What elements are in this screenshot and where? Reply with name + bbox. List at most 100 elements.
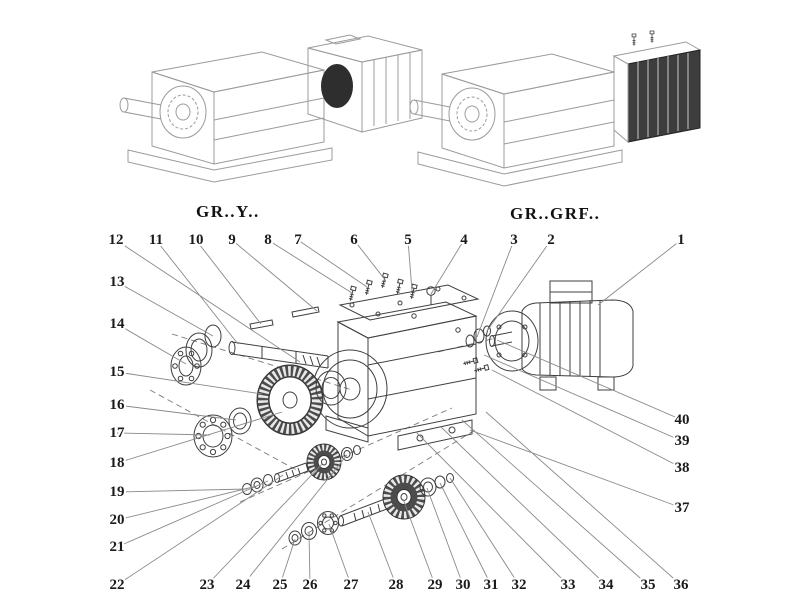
- variant-label-gr-grf: GR..GRF..: [510, 204, 601, 223]
- callout-number: 28: [389, 577, 404, 593]
- callout-number: 16: [110, 397, 126, 413]
- callout-leader-line: [496, 339, 683, 421]
- callout-leader-line: [116, 411, 283, 464]
- callout-number: 1: [677, 232, 685, 248]
- callout-number: 18: [110, 455, 125, 471]
- large-gearwheel: [256, 364, 324, 436]
- callout-leader-line: [116, 480, 269, 548]
- exploded-view: [149, 272, 634, 550]
- ring-gear: [315, 370, 347, 406]
- callout-number: 14: [110, 316, 126, 332]
- output-shaft-bearing: [317, 511, 339, 535]
- callout-number: 26: [303, 577, 319, 593]
- callout-number: 25: [273, 577, 288, 593]
- callout-leader-line: [328, 523, 352, 586]
- output-bearing-and-gearwheel: [193, 364, 347, 458]
- input-shaft-assembly: [170, 306, 329, 386]
- callout-leader-line: [279, 538, 296, 586]
- callout-number: 34: [599, 577, 615, 593]
- callout-leader-line: [483, 354, 683, 442]
- callout-number: 7: [294, 232, 302, 248]
- callout-number: 39: [675, 433, 690, 449]
- cover-plate: [338, 284, 480, 321]
- roller-bearing: [170, 346, 202, 386]
- gear-housing: [312, 301, 478, 451]
- callout-number: 17: [110, 425, 126, 441]
- callout-number: 12: [109, 232, 124, 248]
- callout-leader-line: [116, 432, 211, 436]
- bearing-ring: [419, 477, 437, 497]
- assembled-view-gr-y: [119, 34, 423, 183]
- callout-number: 22: [110, 577, 125, 593]
- circlip: [353, 445, 361, 455]
- variant-label-gr-y: GR..Y..: [196, 202, 260, 221]
- callout-leader-line: [115, 239, 301, 363]
- callout-leader-line: [486, 239, 552, 332]
- washer: [465, 334, 475, 348]
- callout-leader-line: [195, 239, 262, 325]
- intermediate-pinion-assembly: [242, 443, 361, 495]
- callout-number: 24: [236, 577, 252, 593]
- callout-number: 35: [641, 577, 656, 593]
- callout-leader-line: [439, 482, 492, 586]
- callout-number: 2: [547, 232, 555, 248]
- callout-number: 11: [149, 232, 163, 248]
- assembled-view-gr-grf: [409, 30, 702, 187]
- callout-leader-line: [476, 239, 515, 338]
- shaft-key: [249, 319, 274, 330]
- callout-leader-line: [267, 239, 353, 294]
- callout-leader-line: [116, 281, 214, 337]
- callout-leader-line: [367, 511, 397, 586]
- shaft-key: [291, 306, 320, 318]
- assembly-axis-lines: [149, 333, 497, 550]
- washer: [288, 530, 302, 546]
- callout-leader-line: [491, 369, 683, 469]
- callout-leader-line: [415, 431, 569, 586]
- callout-leader-line: [231, 239, 318, 312]
- washer: [473, 328, 485, 344]
- callout-leader-line: [461, 419, 649, 586]
- callout-leader-line: [426, 487, 464, 586]
- callout-number: 3: [510, 232, 518, 248]
- washer: [263, 474, 273, 486]
- callout-number: 33: [561, 577, 576, 593]
- callout-number: 20: [110, 512, 125, 528]
- callout-leader-line: [402, 498, 436, 586]
- callout-number: 19: [110, 484, 125, 500]
- callout-number: 15: [110, 364, 125, 380]
- callout-leader-line: [485, 411, 682, 586]
- callout-number: 4: [460, 232, 468, 248]
- motor-assembly: [462, 280, 634, 391]
- output-gear: [382, 474, 426, 520]
- callout-leader-line: [353, 239, 387, 282]
- circlip: [446, 473, 454, 483]
- callout-number: 36: [674, 577, 690, 593]
- callout-leader-line: [308, 531, 311, 586]
- retaining-ring: [204, 324, 222, 348]
- callout-number: 13: [110, 274, 125, 290]
- callout-number: 38: [675, 460, 690, 476]
- callout-leader-line: [116, 404, 237, 421]
- callout-number: 30: [456, 577, 471, 593]
- washer: [483, 325, 491, 337]
- callout-number: 21: [110, 539, 125, 555]
- callout-leader-line: [597, 239, 682, 306]
- callout-number: 37: [675, 500, 691, 516]
- callout-number: 27: [344, 577, 360, 593]
- callout-leader-line: [469, 429, 683, 509]
- motor-winding-dark: [321, 64, 353, 108]
- output-shaft-assembly: [288, 473, 454, 546]
- callout-number: 32: [512, 577, 527, 593]
- callout-leader-line: [407, 239, 413, 292]
- callout-leader-line: [440, 426, 607, 586]
- callout-number: 40: [675, 412, 690, 428]
- spacer-ring: [341, 447, 353, 461]
- callout-leader-line: [449, 477, 520, 586]
- cover-bolts: [347, 272, 436, 305]
- callout-number: 10: [189, 232, 204, 248]
- callout-leader-line: [116, 474, 284, 586]
- callout-leader-line: [242, 454, 348, 586]
- motor-body: [521, 280, 634, 391]
